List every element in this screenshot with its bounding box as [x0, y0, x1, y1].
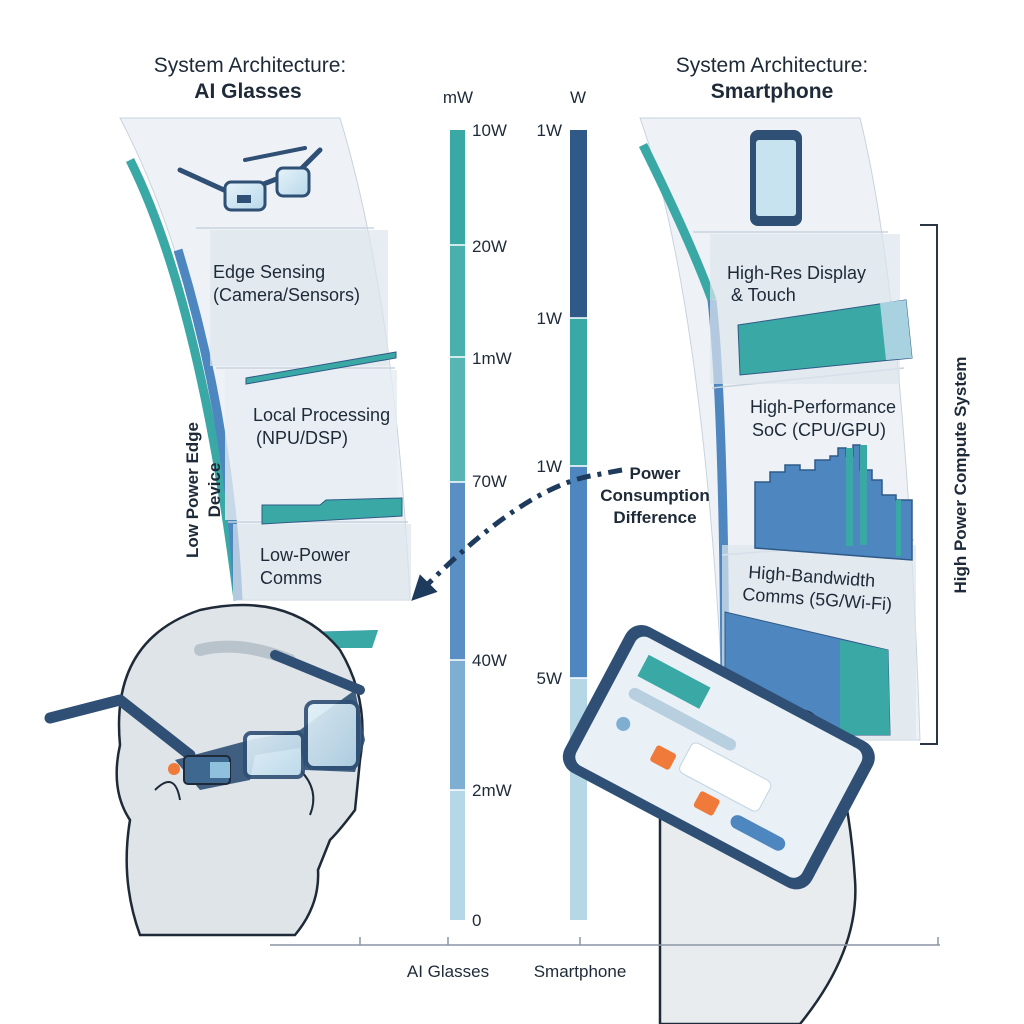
left-section-2-line1: Local Processing: [253, 405, 390, 425]
callout-line3: Difference: [613, 508, 696, 527]
right-heading-prefix: System Architecture:: [676, 54, 869, 77]
right-scale-unit: W: [570, 88, 586, 107]
left-section-1-line2: (Camera/Sensors): [213, 285, 360, 305]
left-heading-prefix: System Architecture:: [154, 54, 347, 77]
left-side-label-line2: Device: [205, 463, 224, 518]
hand-holding-phone-illustration: [562, 624, 875, 1024]
right-scale-bar: [570, 130, 587, 920]
right-architecture-panel: [638, 117, 921, 741]
bottom-axis: [270, 937, 940, 946]
head-with-glasses-illustration: [44, 603, 365, 937]
left-section-3-line2: Comms: [260, 568, 322, 588]
right-section-2-line1: High-Performance: [750, 397, 896, 417]
left-architecture-panel: [119, 117, 411, 648]
right-bracket: [920, 224, 938, 745]
right-tick-2: 1W: [537, 309, 563, 328]
dashed-arrow-icon: [411, 467, 623, 601]
right-side-label: High Power Compute System: [951, 356, 970, 593]
left-section-3-line1: Low-Power: [260, 545, 350, 565]
left-tick-2: 20W: [472, 237, 507, 256]
left-side-label-line1: Low Power Edge: [183, 422, 202, 558]
glasses-icon: [177, 146, 323, 212]
right-section-1-line1: High-Res Display: [727, 263, 866, 283]
left-tick-7: 0: [472, 911, 481, 930]
smartphone-icon: [750, 130, 802, 226]
axis-label-smartphone: Smartphone: [534, 962, 627, 981]
axis-label-ai-glasses: AI Glasses: [407, 962, 489, 981]
right-tick-3: 1W: [537, 457, 563, 476]
callout-line1: Power: [629, 464, 680, 483]
right-section-1-line2: & Touch: [731, 285, 796, 305]
left-tick-6: 2mW: [472, 781, 512, 800]
right-tick-1: 1W: [537, 121, 563, 140]
left-scale-bar: [450, 130, 465, 920]
left-tick-1: 10W: [472, 121, 507, 140]
right-heading-device: Smartphone: [711, 80, 834, 103]
left-tick-3: 1mW: [472, 349, 512, 368]
left-tick-4: 70W: [472, 472, 507, 491]
left-scale-unit: mW: [443, 88, 473, 107]
left-section-1-line1: Edge Sensing: [213, 262, 325, 282]
left-section-2-line2: (NPU/DSP): [256, 428, 348, 448]
right-section-2-line2: SoC (CPU/GPU): [752, 420, 886, 440]
callout-line2: Consumption: [600, 486, 710, 505]
left-tick-5: 40W: [472, 651, 507, 670]
right-tick-4: 5W: [537, 669, 563, 688]
left-heading-device: AI Glasses: [194, 80, 301, 103]
